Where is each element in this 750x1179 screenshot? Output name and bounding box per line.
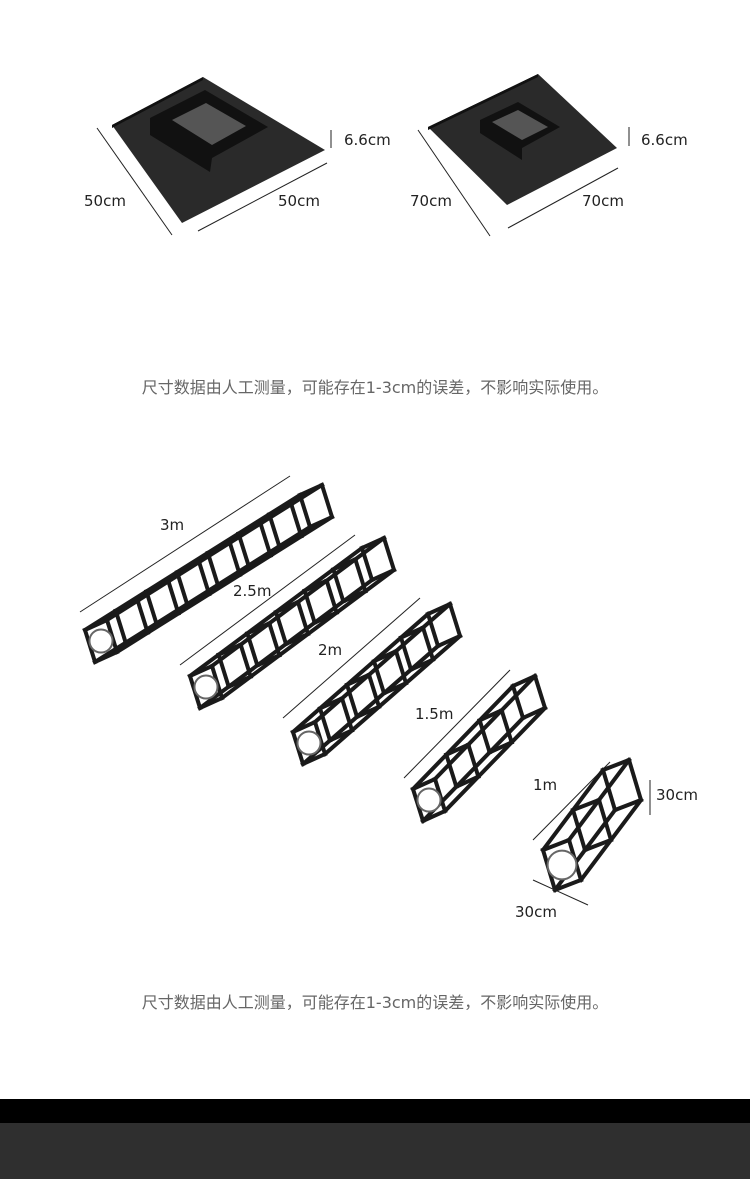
truss-end-plate-hole	[416, 787, 442, 813]
truss-rung	[288, 501, 304, 539]
truss-2m-label: 2m	[318, 641, 343, 659]
truss-chord	[566, 757, 632, 843]
truss-chord	[82, 492, 303, 633]
footer-black-band	[0, 1099, 750, 1123]
truss-4	[410, 673, 548, 824]
truss-chord	[540, 767, 606, 853]
truss-3m-label: 3m	[160, 516, 185, 534]
plate2-height-label: 6.6cm	[641, 131, 688, 149]
truss-chord	[432, 673, 538, 782]
truss-rung	[297, 492, 313, 530]
truss-rung	[612, 797, 644, 813]
truss-chord	[92, 524, 313, 665]
truss-3	[290, 601, 463, 767]
base-plate-edge	[112, 77, 203, 128]
truss-chord	[578, 797, 644, 883]
truss-rung	[113, 608, 129, 646]
measurement-note-top: 尺寸数据由人工测量，可能存在1-3cm的误差，不影响实际使用。	[141, 378, 609, 397]
base-plate-socket-opening	[492, 110, 548, 140]
truss-rung	[381, 535, 397, 573]
cross-section-width-label: 30cm	[515, 903, 557, 921]
plate2-depth-label: 70cm	[410, 192, 452, 210]
truss-chord	[410, 683, 516, 792]
plate1-depth-label: 50cm	[84, 192, 126, 210]
cross-section-width-dimension-line	[532, 879, 589, 906]
measurement-note-bottom: 尺寸数据由人工测量，可能存在1-3cm的误差，不影响实际使用。	[141, 993, 609, 1012]
dimension-line	[417, 129, 491, 237]
truss-rung	[258, 521, 274, 559]
truss-rung	[205, 550, 221, 588]
truss-rung	[236, 531, 252, 569]
truss-rung	[532, 673, 548, 711]
truss-rung	[266, 511, 282, 549]
truss-rung	[582, 837, 614, 853]
plate1-height-label: 6.6cm	[344, 131, 391, 149]
truss-2-5m-label: 2.5m	[233, 582, 272, 600]
truss-chord	[197, 577, 375, 711]
truss-end-plate-hole	[88, 628, 114, 654]
truss-rung	[165, 578, 181, 616]
plate1-width-label: 50cm	[278, 192, 320, 210]
truss-length-dimension-line	[79, 475, 291, 613]
truss-rung	[570, 807, 588, 853]
truss-rung	[135, 598, 151, 636]
truss-1m-label: 1m	[533, 776, 558, 794]
truss-rung	[143, 588, 159, 626]
truss-rung	[196, 559, 212, 597]
truss-chord	[104, 482, 325, 623]
truss-length-dimension-line	[403, 669, 511, 779]
truss-rung	[319, 482, 335, 520]
truss-chord	[312, 601, 453, 725]
footer-dark-band	[0, 1123, 750, 1179]
truss-chord	[300, 643, 441, 767]
cross-section-height-label: 30cm	[656, 786, 698, 804]
truss-2	[187, 535, 397, 711]
truss-5	[540, 757, 644, 893]
truss-rung	[465, 742, 481, 780]
truss-rung	[626, 757, 644, 803]
truss-rung	[600, 757, 632, 773]
base-plate-edge	[428, 74, 538, 130]
dimension-line	[507, 167, 619, 229]
truss-rung	[600, 767, 618, 813]
truss-chord	[187, 545, 365, 679]
plate2-width-label: 70cm	[582, 192, 624, 210]
truss-chord	[290, 611, 431, 735]
truss-chord	[209, 535, 387, 669]
truss-1-5m-label: 1.5m	[415, 705, 454, 723]
truss-length-dimension-line	[282, 597, 421, 719]
truss-end-plate-hole	[546, 849, 578, 881]
truss-1	[82, 482, 335, 665]
truss-end-plate-hole	[296, 730, 322, 756]
truss-chord	[442, 705, 548, 814]
truss-rung	[477, 717, 493, 755]
truss-chord	[114, 514, 335, 655]
dimension-line	[96, 127, 173, 236]
truss-rung	[552, 877, 584, 893]
truss-chord	[219, 567, 397, 701]
truss-rung	[227, 540, 243, 578]
truss-rung	[540, 837, 572, 853]
truss-length-dimension-line	[179, 534, 356, 666]
truss-rung	[447, 601, 463, 639]
base-plate-socket-opening	[172, 103, 246, 145]
truss-rung	[510, 683, 526, 721]
dimension-line	[197, 162, 328, 232]
truss-rung	[499, 707, 515, 745]
truss-end-plate-hole	[193, 674, 219, 700]
truss-chord	[322, 633, 463, 757]
truss-rung	[596, 797, 614, 843]
truss-rung	[570, 797, 602, 813]
truss-rung	[443, 752, 459, 790]
truss-rung	[174, 569, 190, 607]
